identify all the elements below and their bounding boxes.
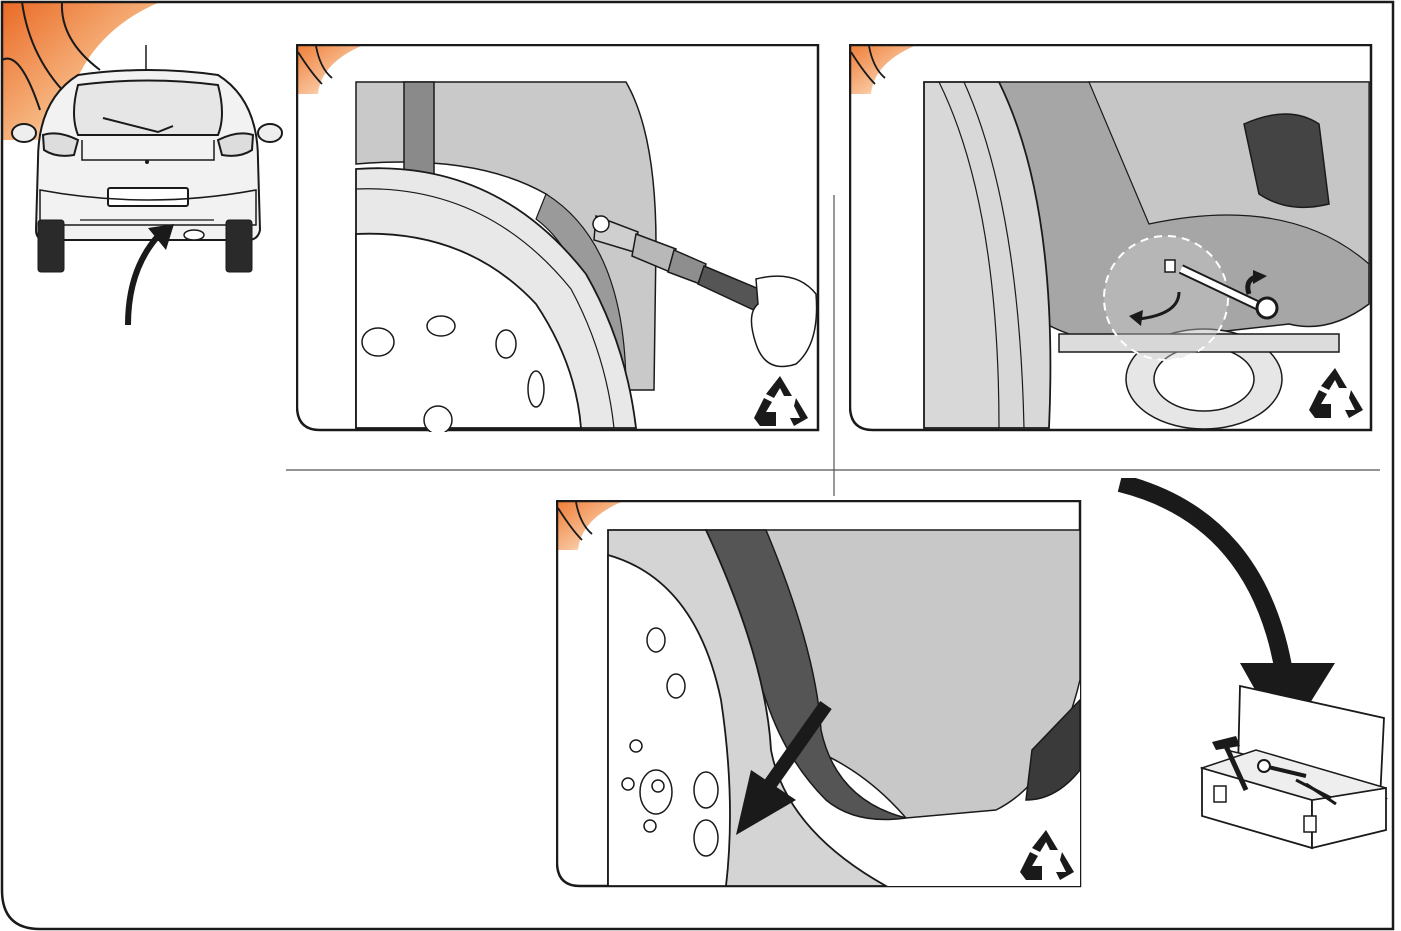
recycle-icon — [1016, 828, 1076, 882]
toolbox-icon — [1196, 680, 1388, 850]
recycle-icon — [1305, 366, 1365, 420]
recycle-icon — [750, 374, 810, 428]
step-1-panel — [296, 44, 820, 432]
step-3-panel — [556, 500, 1082, 888]
step-2-panel — [849, 44, 1373, 432]
car-rear-view-icon — [8, 40, 288, 330]
